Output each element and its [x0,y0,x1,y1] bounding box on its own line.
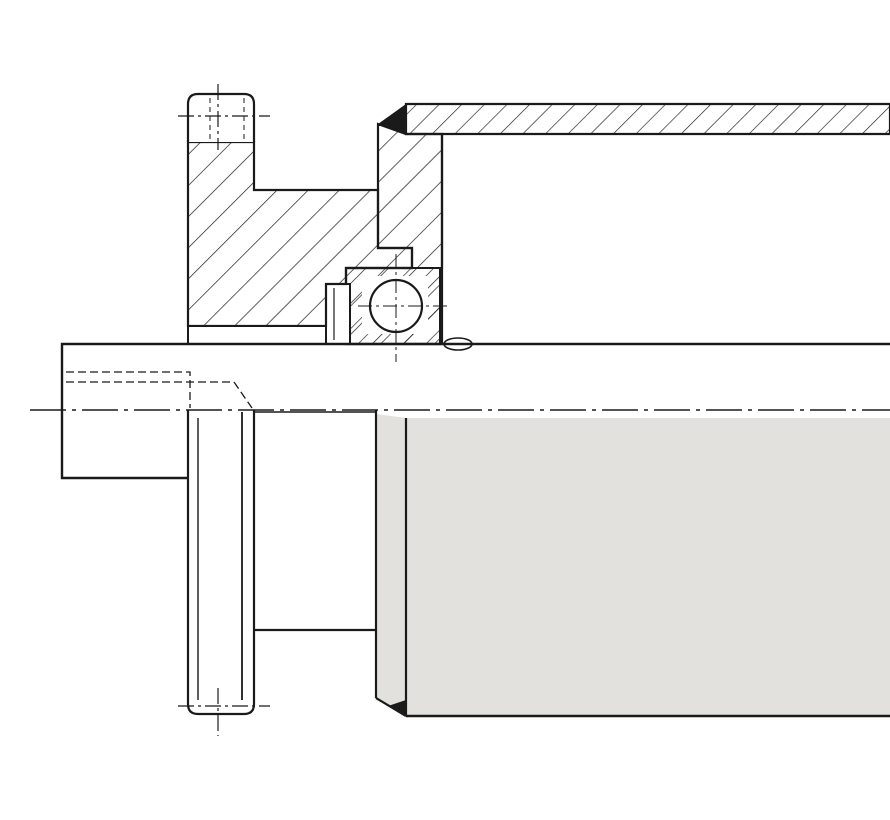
ball-bearing [325,254,473,362]
roller-tube-wall [378,102,890,136]
sprocket-teeth-upper [178,84,270,150]
sprocket-hub [186,140,414,345]
roller-tube-body [374,410,890,718]
shaft [60,342,890,480]
sprocket-lower [178,410,376,736]
